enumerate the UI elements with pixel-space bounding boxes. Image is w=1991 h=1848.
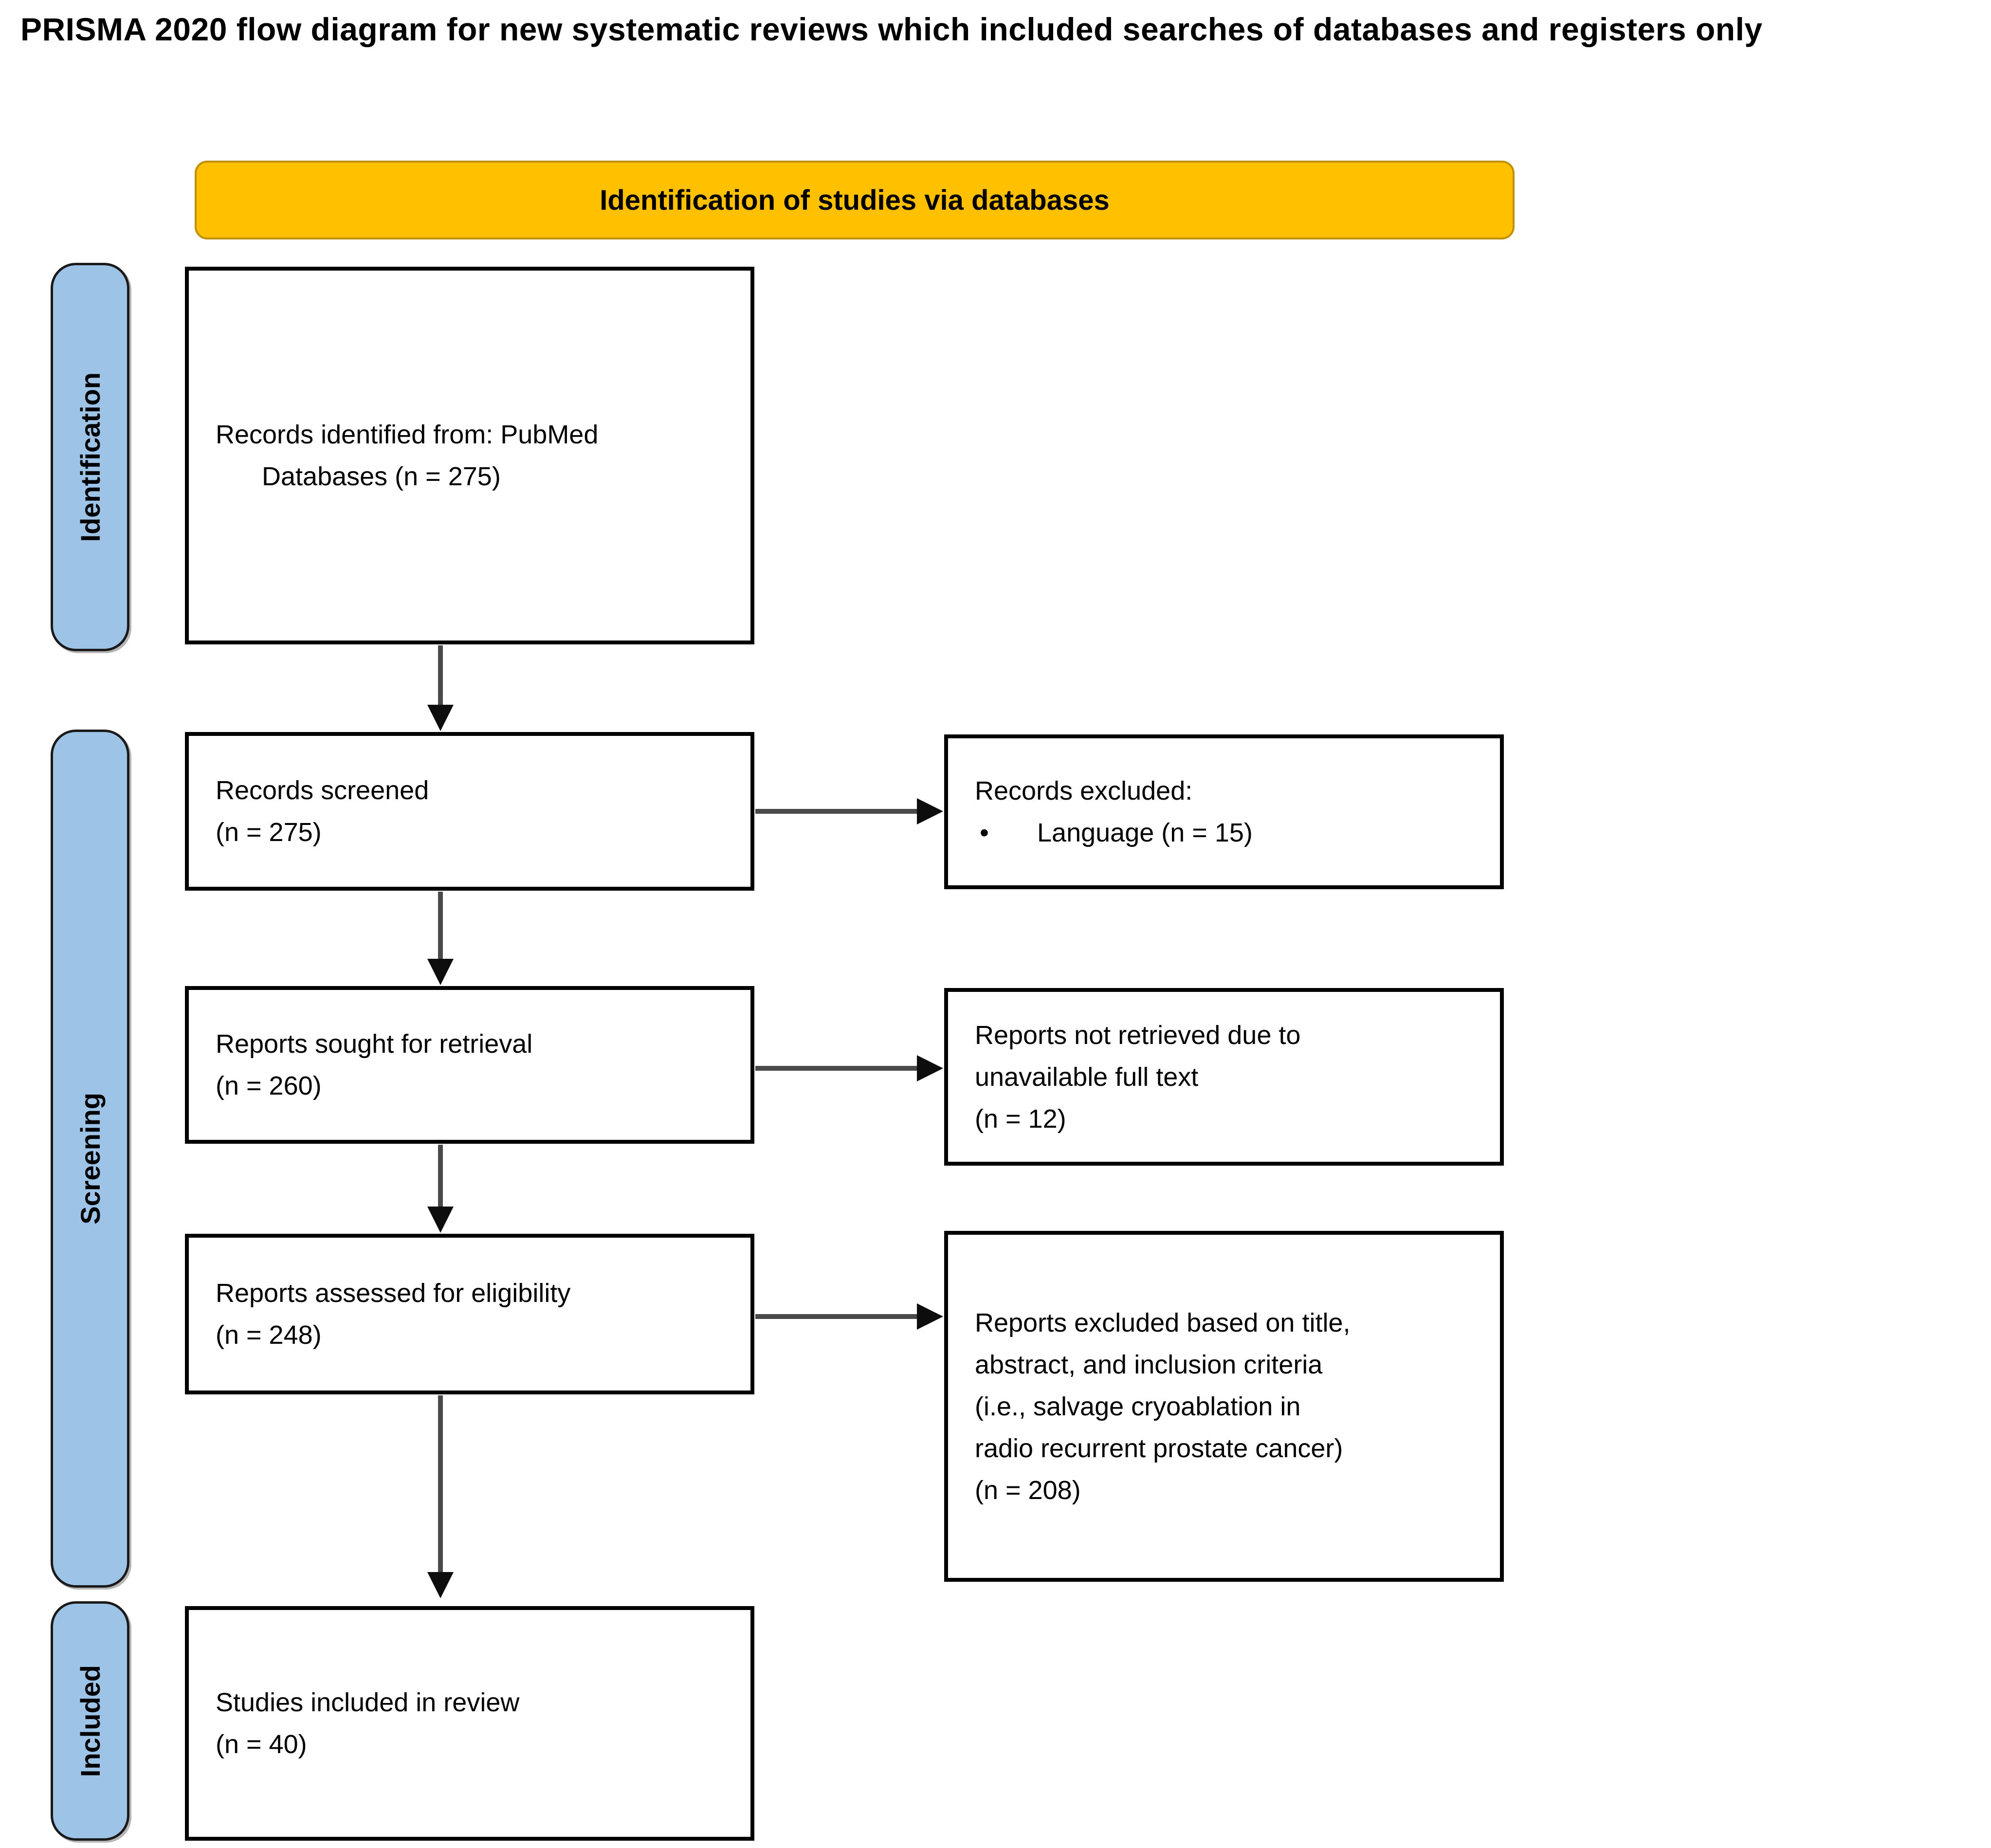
box-text-line: (n = 260) [216,1071,322,1100]
down-arrowhead [427,1207,454,1233]
box-text-line: Databases (n = 275) [262,462,501,491]
box-text-line: Reports sought for retrieval [216,1029,533,1059]
box-text-line: Records screened [216,776,429,805]
stage-pill-screening: Screening [51,730,129,1588]
box-text-line: unavailable full text [975,1062,1199,1092]
bullet-icon: • [980,818,989,847]
box-text-line: radio recurrent prostate cancer) [975,1433,1343,1463]
box-reports-excluded: Reports excluded based on title, abstrac… [944,1231,1504,1582]
box-reports-not-retrieved: Reports not retrieved due to unavailable… [944,988,1504,1166]
stage-pill-included: Included [51,1601,129,1841]
bullet-item-text: Language (n = 15) [1037,818,1253,847]
down-arrow-sought-to-assessed [438,1145,443,1208]
right-arrowhead [917,798,943,824]
box-text-line: Reports excluded based on title, [975,1308,1351,1337]
box-text-line: Records excluded: [975,776,1193,805]
box-text-line: (n = 40) [216,1730,307,1759]
right-arrowhead [917,1303,943,1330]
box-text-line: Reports assessed for eligibility [216,1279,571,1308]
right-arrow-assessed-to-excluded [755,1314,917,1319]
box-records-excluded: Records excluded: • Language (n = 15) [944,734,1504,889]
right-arrow-screened-to-excluded [755,809,917,814]
box-studies-included: Studies included in review (n = 40) [185,1606,754,1841]
box-reports-sought: Reports sought for retrieval (n = 260) [185,986,754,1144]
stage-pill-identification: Identification [51,263,129,651]
box-records-identified: Records identified from: PubMed Database… [185,267,754,644]
box-text-line: Records identified from: PubMed [216,420,599,449]
down-arrowhead [427,705,454,731]
down-arrowhead [427,1572,454,1598]
box-text-line: Reports not retrieved due to [975,1020,1301,1050]
right-arrowhead [917,1055,943,1081]
box-text-line: (i.e., salvage cryoablation in [975,1391,1301,1421]
box-reports-assessed: Reports assessed for eligibility (n = 24… [185,1234,754,1394]
down-arrowhead [427,959,454,985]
right-arrow-sought-to-not-retrieved [755,1066,917,1071]
stage-label-included: Included [74,1665,106,1777]
box-text-line: (n = 12) [975,1104,1066,1134]
box-text-line: Studies included in review [216,1688,520,1717]
bullet-item: • Language (n = 15) [975,812,1485,854]
box-text-line: (n = 208) [975,1475,1081,1505]
stage-label-identification: Identification [74,372,106,542]
stage-label-screening: Screening [74,1093,106,1225]
diagram-title: PRISMA 2020 flow diagram for new systema… [20,11,1763,47]
box-records-screened: Records screened (n = 275) [185,732,754,891]
down-arrow-identified-to-screened [438,645,443,707]
banner-label: Identification of studies via databases [600,184,1110,216]
down-arrow-assessed-to-included [438,1395,443,1573]
box-text-line: abstract, and inclusion criteria [975,1350,1323,1379]
box-text-line: (n = 275) [216,818,322,847]
box-text-line: (n = 248) [216,1320,322,1350]
banner-identification-of-studies: Identification of studies via databases [195,161,1515,239]
down-arrow-screened-to-sought [438,892,443,961]
